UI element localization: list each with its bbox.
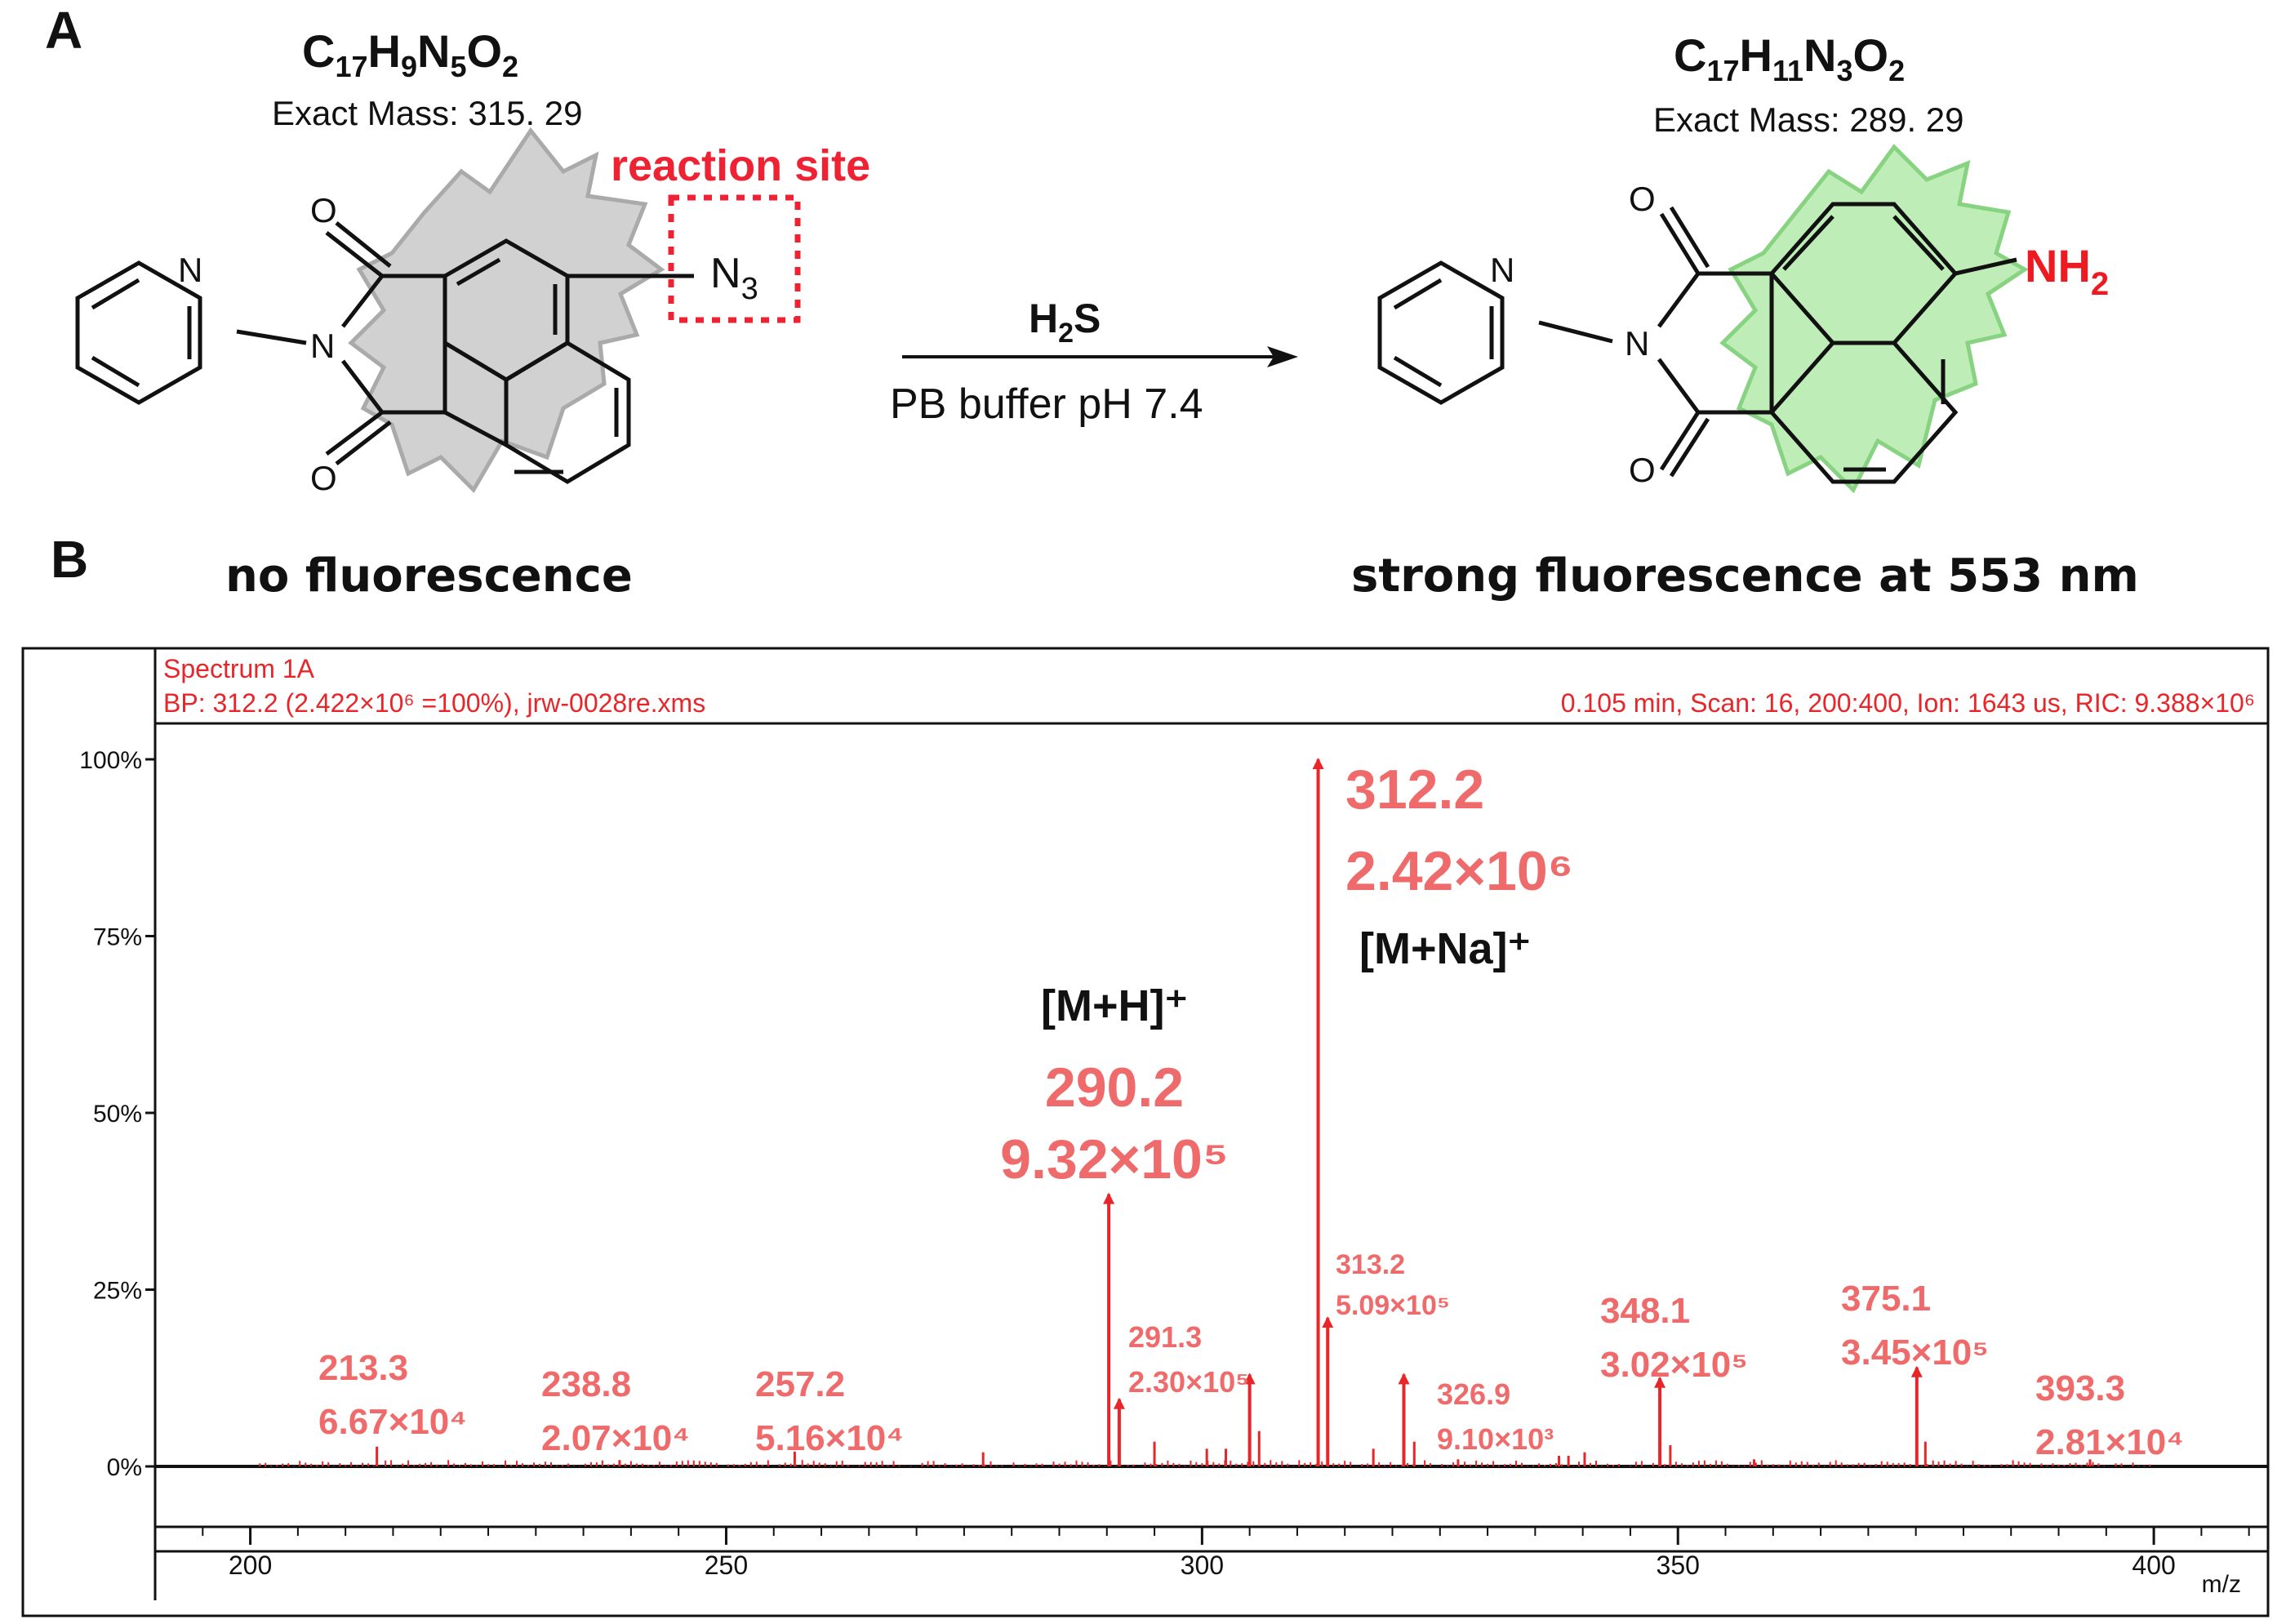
reactant-azide-n3: N3 — [710, 250, 758, 306]
annotation-mz-313.2: 313.2 — [1336, 1249, 1405, 1280]
reaction-scheme: N N O O N3 H2S PB buffer pH 7.4 N N O O … — [75, 127, 2109, 497]
reaction-site-box — [668, 194, 801, 323]
annotation-mz-291.3: 291.3 — [1128, 1320, 1202, 1354]
reactant-carbonyl-o-top: O — [310, 191, 337, 229]
product-carbonyl-o-bottom: O — [1629, 451, 1656, 489]
reactant-burst-shape — [348, 127, 665, 494]
reagent-h2s: H2S — [1029, 296, 1101, 349]
panel-b-label: B — [51, 530, 89, 589]
peak-annotations: 213.3 6.67×10⁴ 238.8 2.07×10⁴ 257.2 5.16×10⁴ 2… — [318, 759, 2184, 1462]
product-formula-visual: C17H11N3O2 — [1674, 29, 1906, 88]
peak-marker — [1113, 1397, 1125, 1409]
panel-a-label: A — [45, 1, 83, 60]
annotation-intensity-375.1: 3.45×10⁵ — [1841, 1333, 1989, 1373]
reactant-carbonyl-o-bottom: O — [310, 459, 337, 497]
reactant-formula: C17H9N5O2 — [302, 24, 518, 84]
annotation-intensity-313.2: 5.09×10⁵ — [1336, 1290, 1450, 1321]
y-tick-label: 100% — [79, 747, 142, 774]
annotation-mz-326.9: 326.9 — [1437, 1377, 1510, 1411]
annotation-mz-375.1: 375.1 — [1841, 1279, 1931, 1319]
peak-marker — [1910, 1365, 1923, 1377]
annotation-mz-238.8: 238.8 — [541, 1364, 631, 1404]
peak-series — [376, 758, 2092, 1466]
peak-marker — [1312, 758, 1324, 769]
reactant-pyridine-n: N — [178, 251, 202, 289]
annotation-mz-393.3: 393.3 — [2035, 1368, 2125, 1408]
noise-trace — [259, 1460, 2151, 1466]
product-formula: C17H11N3O2 — [1674, 29, 1905, 88]
peak-marker — [1103, 1192, 1115, 1204]
x-axis-label: m/z — [2202, 1571, 2241, 1598]
product-imide-n: N — [1625, 324, 1649, 363]
reaction-arrowhead — [1267, 346, 1298, 367]
reactant-imide-n: N — [310, 327, 335, 365]
x-tick-label: 400 — [2132, 1551, 2175, 1580]
plot-frame — [153, 722, 2270, 1553]
annotation-intensity-257.2: 5.16×10⁴ — [755, 1418, 904, 1458]
y-tick-label: 25% — [93, 1278, 142, 1305]
annotation-intensity-326.9: 9.10×10³ — [1437, 1422, 1554, 1456]
product-exact-mass: Exact Mass: 289. 29 — [1653, 100, 1964, 139]
y-tick-label: 75% — [93, 924, 142, 951]
annotation-intensity-213.3: 6.67×10⁴ — [318, 1402, 467, 1442]
annotation-mz-213.3: 213.3 — [318, 1348, 408, 1388]
annotation-mz-348.1: 348.1 — [1600, 1291, 1690, 1331]
annotation-mz-257.2: 257.2 — [755, 1364, 845, 1404]
annotation-intensity-291.3: 2.30×10⁵ — [1128, 1365, 1249, 1399]
annotation-intensity-312.2: 2.42×10⁶ — [1345, 840, 1573, 902]
peak-marker — [1398, 1373, 1410, 1385]
product-amine-nh2: NH2 — [2025, 240, 2109, 302]
annotation-ion-312.2: [M+Na]⁺ — [1359, 924, 1531, 973]
product-structure — [1377, 202, 2017, 484]
x-axis: 200 250 300 350 400 — [154, 1525, 2268, 1580]
x-tick-label: 200 — [229, 1551, 272, 1580]
x-tick-label: 300 — [1181, 1551, 1224, 1580]
annotation-mz-312.2: 312.2 — [1345, 759, 1484, 821]
y-tick-label: 50% — [93, 1101, 142, 1128]
annotation-ion-290.2: [M+H]⁺ — [1041, 981, 1188, 1030]
x-tick-label: 350 — [1657, 1551, 1700, 1580]
annotation-intensity-348.1: 3.02×10⁵ — [1600, 1345, 1748, 1385]
spectrum-title: Spectrum 1A — [163, 654, 315, 683]
product-carbonyl-o-top: O — [1629, 180, 1656, 218]
product-pyridine-n: N — [1490, 251, 1514, 289]
y-tick-label: 0% — [107, 1454, 142, 1481]
reactant-exact-mass: Exact Mass: 315. 29 — [272, 94, 583, 132]
mass-spectrum: Spectrum 1A BP: 312.2 (2.422×10⁶ =100%),… — [21, 647, 2270, 1617]
annotation-mz-290.2: 290.2 — [1045, 1057, 1184, 1119]
x-tick-label: 250 — [705, 1551, 748, 1580]
baseline-noise — [259, 1460, 2151, 1466]
reactant-structure — [75, 221, 694, 484]
reaction-conditions: PB buffer pH 7.4 — [890, 380, 1203, 428]
reactant-caption: no fluorescence — [225, 549, 633, 603]
reactant-formula-visual: C17H9N5O2 — [302, 25, 519, 84]
annotation-intensity-290.2: 9.32×10⁵ — [1000, 1128, 1229, 1190]
annotation-intensity-393.3: 2.81×10⁴ — [2035, 1422, 2184, 1462]
spectrum-header-left: BP: 312.2 (2.422×10⁶ =100%), jrw-0028re.… — [163, 688, 705, 718]
product-burst-shape — [1719, 144, 2029, 494]
annotation-intensity-238.8: 2.07×10⁴ — [541, 1418, 690, 1458]
product-caption: strong fluorescence at 553 nm — [1351, 549, 2139, 603]
spectrum-header-right: 0.105 min, Scan: 16, 200:400, Ion: 1643 … — [1561, 688, 2255, 718]
peak-marker — [1243, 1373, 1256, 1385]
peak-marker — [1654, 1376, 1666, 1388]
peak-marker — [1322, 1316, 1334, 1328]
reaction-site-label: reaction site — [611, 141, 871, 190]
